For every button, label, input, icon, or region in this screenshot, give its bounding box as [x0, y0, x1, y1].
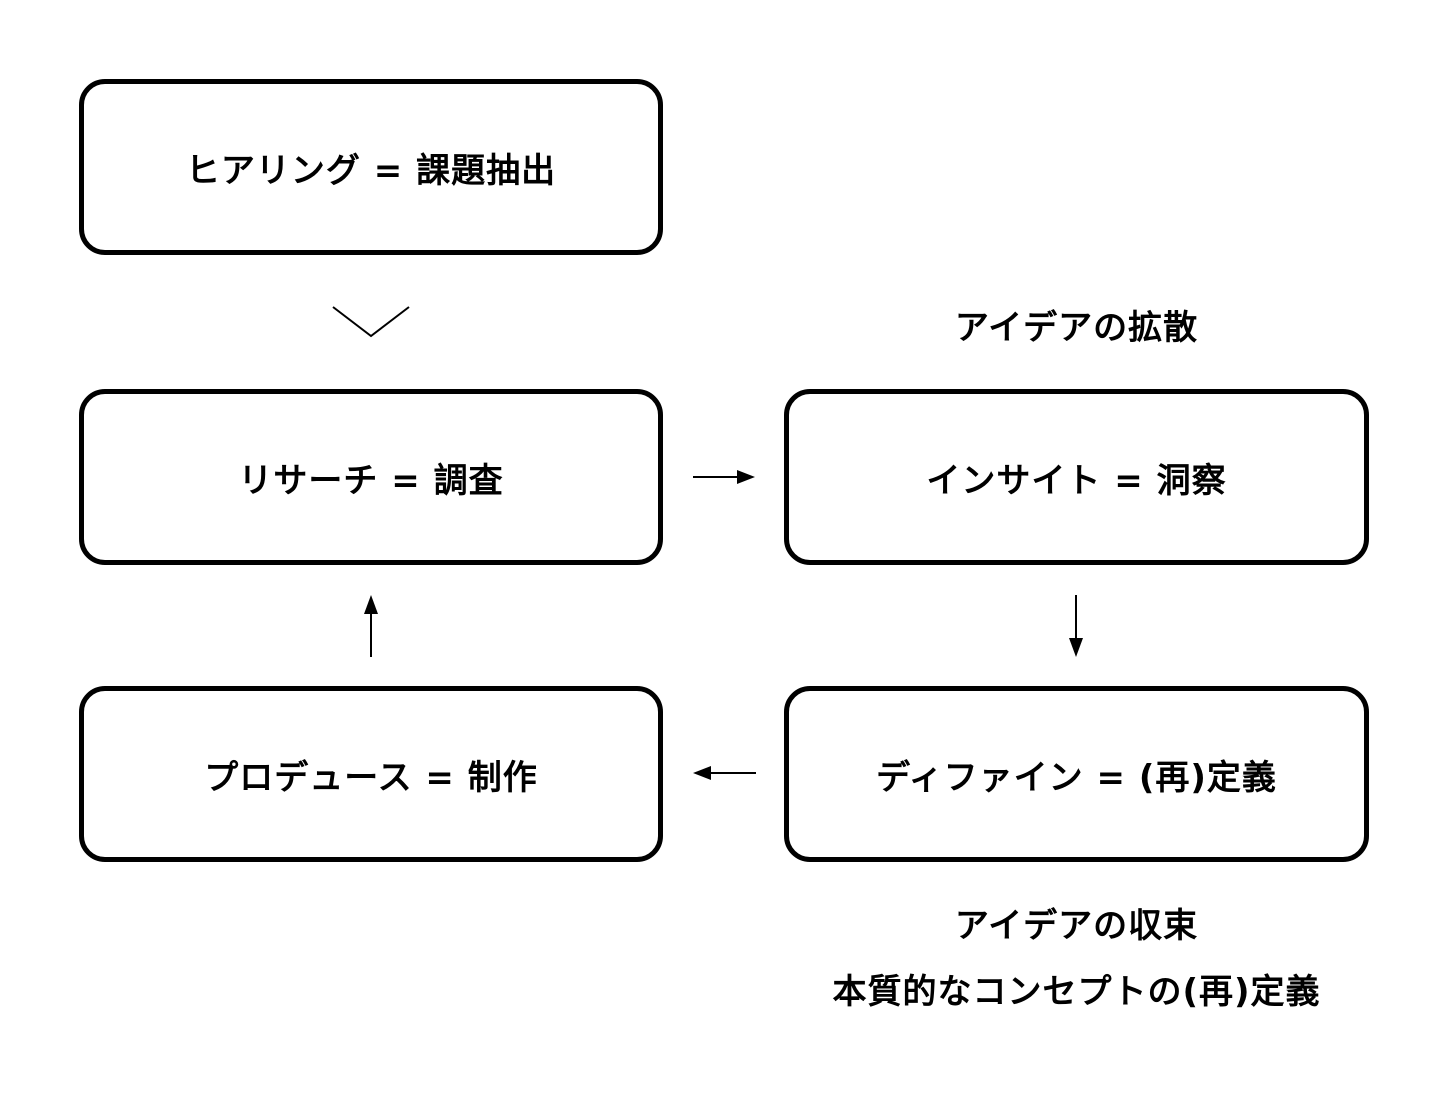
step-research-label: リサーチ = 調査 [238, 460, 504, 501]
step-produce-box: プロデュース = 制作 [79, 686, 663, 862]
step-insight-label: インサイト = 洞察 [926, 460, 1227, 501]
note-idea-divergence: アイデアの拡散 [954, 308, 1199, 348]
step-hearing-label: ヒアリング = 課題抽出 [185, 150, 557, 191]
note-idea-convergence: アイデアの収束 [954, 906, 1199, 946]
step-hearing-box: ヒアリング = 課題抽出 [79, 79, 663, 255]
step-research-box: リサーチ = 調査 [79, 389, 663, 565]
chevron-down-icon [332, 306, 410, 338]
arrow-up-icon [364, 595, 378, 657]
arrow-right-icon [693, 470, 755, 484]
note-concept-redefinition: 本質的なコンセプトの(再)定義 [832, 972, 1321, 1012]
arrow-down-icon [1069, 595, 1083, 657]
arrow-left-icon [693, 766, 756, 780]
step-insight-box: インサイト = 洞察 [784, 389, 1369, 565]
step-define-label: ディファイン = (再)定義 [876, 757, 1277, 798]
step-produce-label: プロデュース = 制作 [204, 757, 538, 798]
step-define-box: ディファイン = (再)定義 [784, 686, 1369, 862]
